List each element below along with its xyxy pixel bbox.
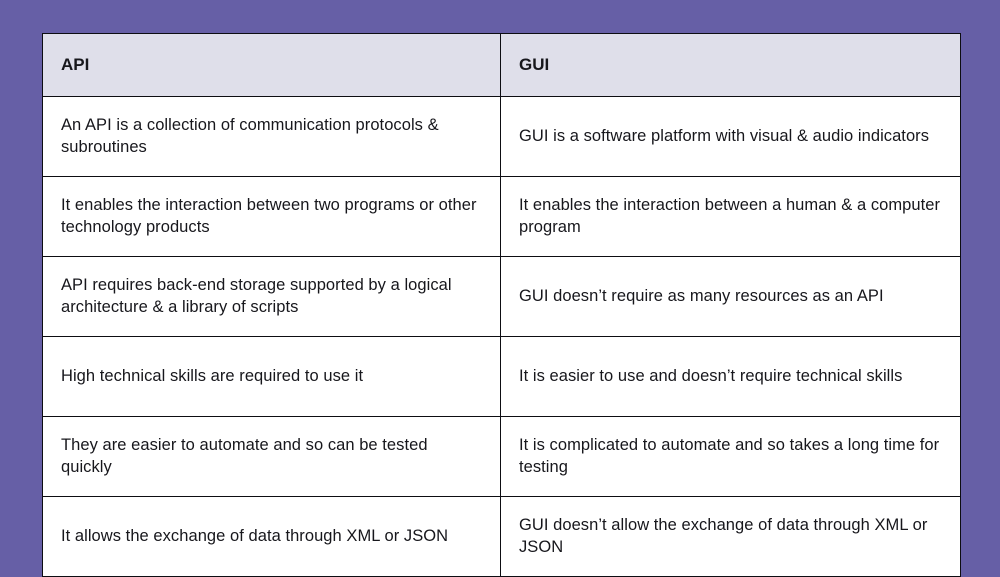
api-vs-gui-comparison-table: API GUI An API is a collection of commun… — [42, 33, 961, 577]
column-header-gui: GUI — [500, 33, 961, 97]
cell-gui: It enables the interaction between a hum… — [500, 176, 961, 257]
cell-gui: It is complicated to automate and so tak… — [500, 416, 961, 497]
table-header: API GUI — [42, 33, 961, 97]
table-row: API requires back-end storage supported … — [42, 256, 961, 337]
cell-api: An API is a collection of communication … — [42, 96, 501, 177]
table-row: High technical skills are required to us… — [42, 336, 961, 417]
cell-api: It allows the exchange of data through X… — [42, 496, 501, 577]
table-row: It enables the interaction between two p… — [42, 176, 961, 257]
table-row: It allows the exchange of data through X… — [42, 496, 961, 577]
cell-gui: GUI doesn’t require as many resources as… — [500, 256, 961, 337]
table-row: An API is a collection of communication … — [42, 96, 961, 177]
cell-gui: GUI is a software platform with visual &… — [500, 96, 961, 177]
cell-gui: It is easier to use and doesn’t require … — [500, 336, 961, 417]
cell-api: They are easier to automate and so can b… — [42, 416, 501, 497]
table-header-row: API GUI — [42, 33, 961, 97]
page-root: API GUI An API is a collection of commun… — [42, 33, 961, 577]
table-row: They are easier to automate and so can b… — [42, 416, 961, 497]
table-body: An API is a collection of communication … — [42, 96, 961, 577]
cell-api: It enables the interaction between two p… — [42, 176, 501, 257]
column-header-api: API — [42, 33, 501, 97]
cell-gui: GUI doesn’t allow the exchange of data t… — [500, 496, 961, 577]
cell-api: High technical skills are required to us… — [42, 336, 501, 417]
cell-api: API requires back-end storage supported … — [42, 256, 501, 337]
